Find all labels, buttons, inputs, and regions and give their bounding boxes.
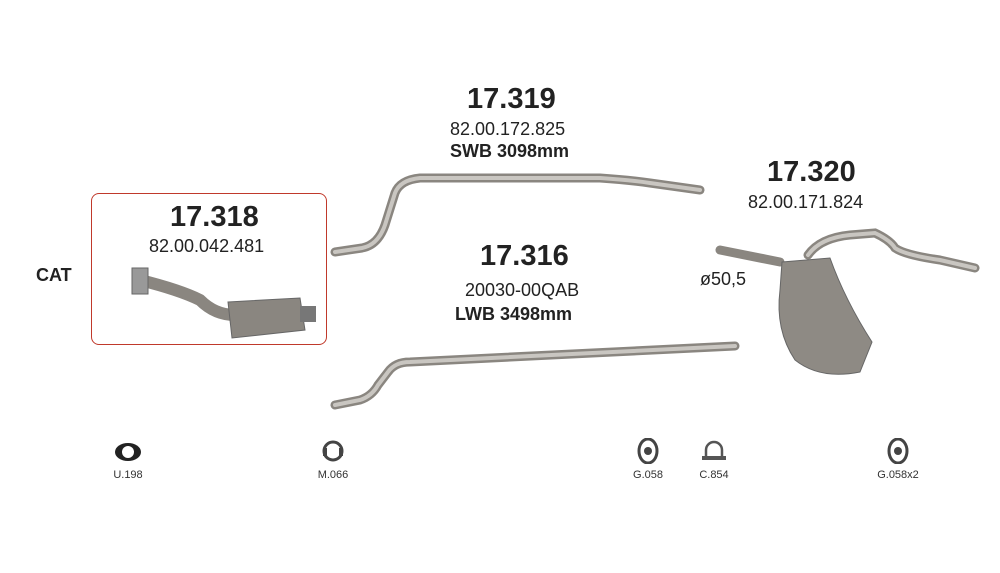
part-number-17-318: 17.318 bbox=[170, 201, 259, 233]
variant-17-316: LWB 3498mm bbox=[455, 304, 573, 324]
u-clamp-icon bbox=[702, 440, 726, 460]
part-number-17-316: 17.316 bbox=[480, 240, 569, 272]
fitting-g058x2: G.058x2 bbox=[868, 437, 928, 481]
oe-number-17-319: 82.00.172.825 bbox=[450, 119, 566, 139]
fitting-label: C.854 bbox=[699, 469, 729, 481]
fitting-c854: C.854 bbox=[684, 438, 744, 481]
pipe-17-318 bbox=[134, 274, 241, 321]
rubber-mount-icon bbox=[637, 437, 659, 465]
fitting-label: G.058x2 bbox=[877, 469, 919, 481]
fitting-g058: G.058 bbox=[618, 437, 678, 481]
fitting-label: G.058 bbox=[633, 469, 663, 481]
fitting-label: M.066 bbox=[317, 469, 349, 481]
rubber-mount-icon bbox=[887, 437, 909, 465]
oe-number-17-320: 82.00.171.824 bbox=[748, 192, 864, 212]
fitting-label: U.198 bbox=[113, 469, 143, 481]
catalyst-body bbox=[227, 297, 306, 339]
cat-highlight-box bbox=[91, 193, 327, 345]
pipe-17-320-inlet bbox=[715, 245, 785, 267]
clamp-icon bbox=[322, 440, 344, 462]
cat-label: CAT bbox=[36, 265, 72, 285]
part-number-17-319: 17.319 bbox=[467, 83, 556, 115]
gasket-icon bbox=[115, 443, 141, 461]
diameter-label: ø50,5 bbox=[700, 269, 747, 289]
fitting-u198: U.198 bbox=[98, 440, 158, 481]
muffler-body bbox=[778, 257, 873, 375]
oe-number-17-316: 20030-00QAB bbox=[465, 280, 580, 300]
variant-17-319: SWB 3098mm bbox=[450, 141, 570, 161]
oe-number-17-318: 82.00.042.481 bbox=[149, 236, 265, 256]
part-number-17-320: 17.320 bbox=[767, 156, 856, 188]
fitting-m066: M.066 bbox=[303, 438, 363, 481]
